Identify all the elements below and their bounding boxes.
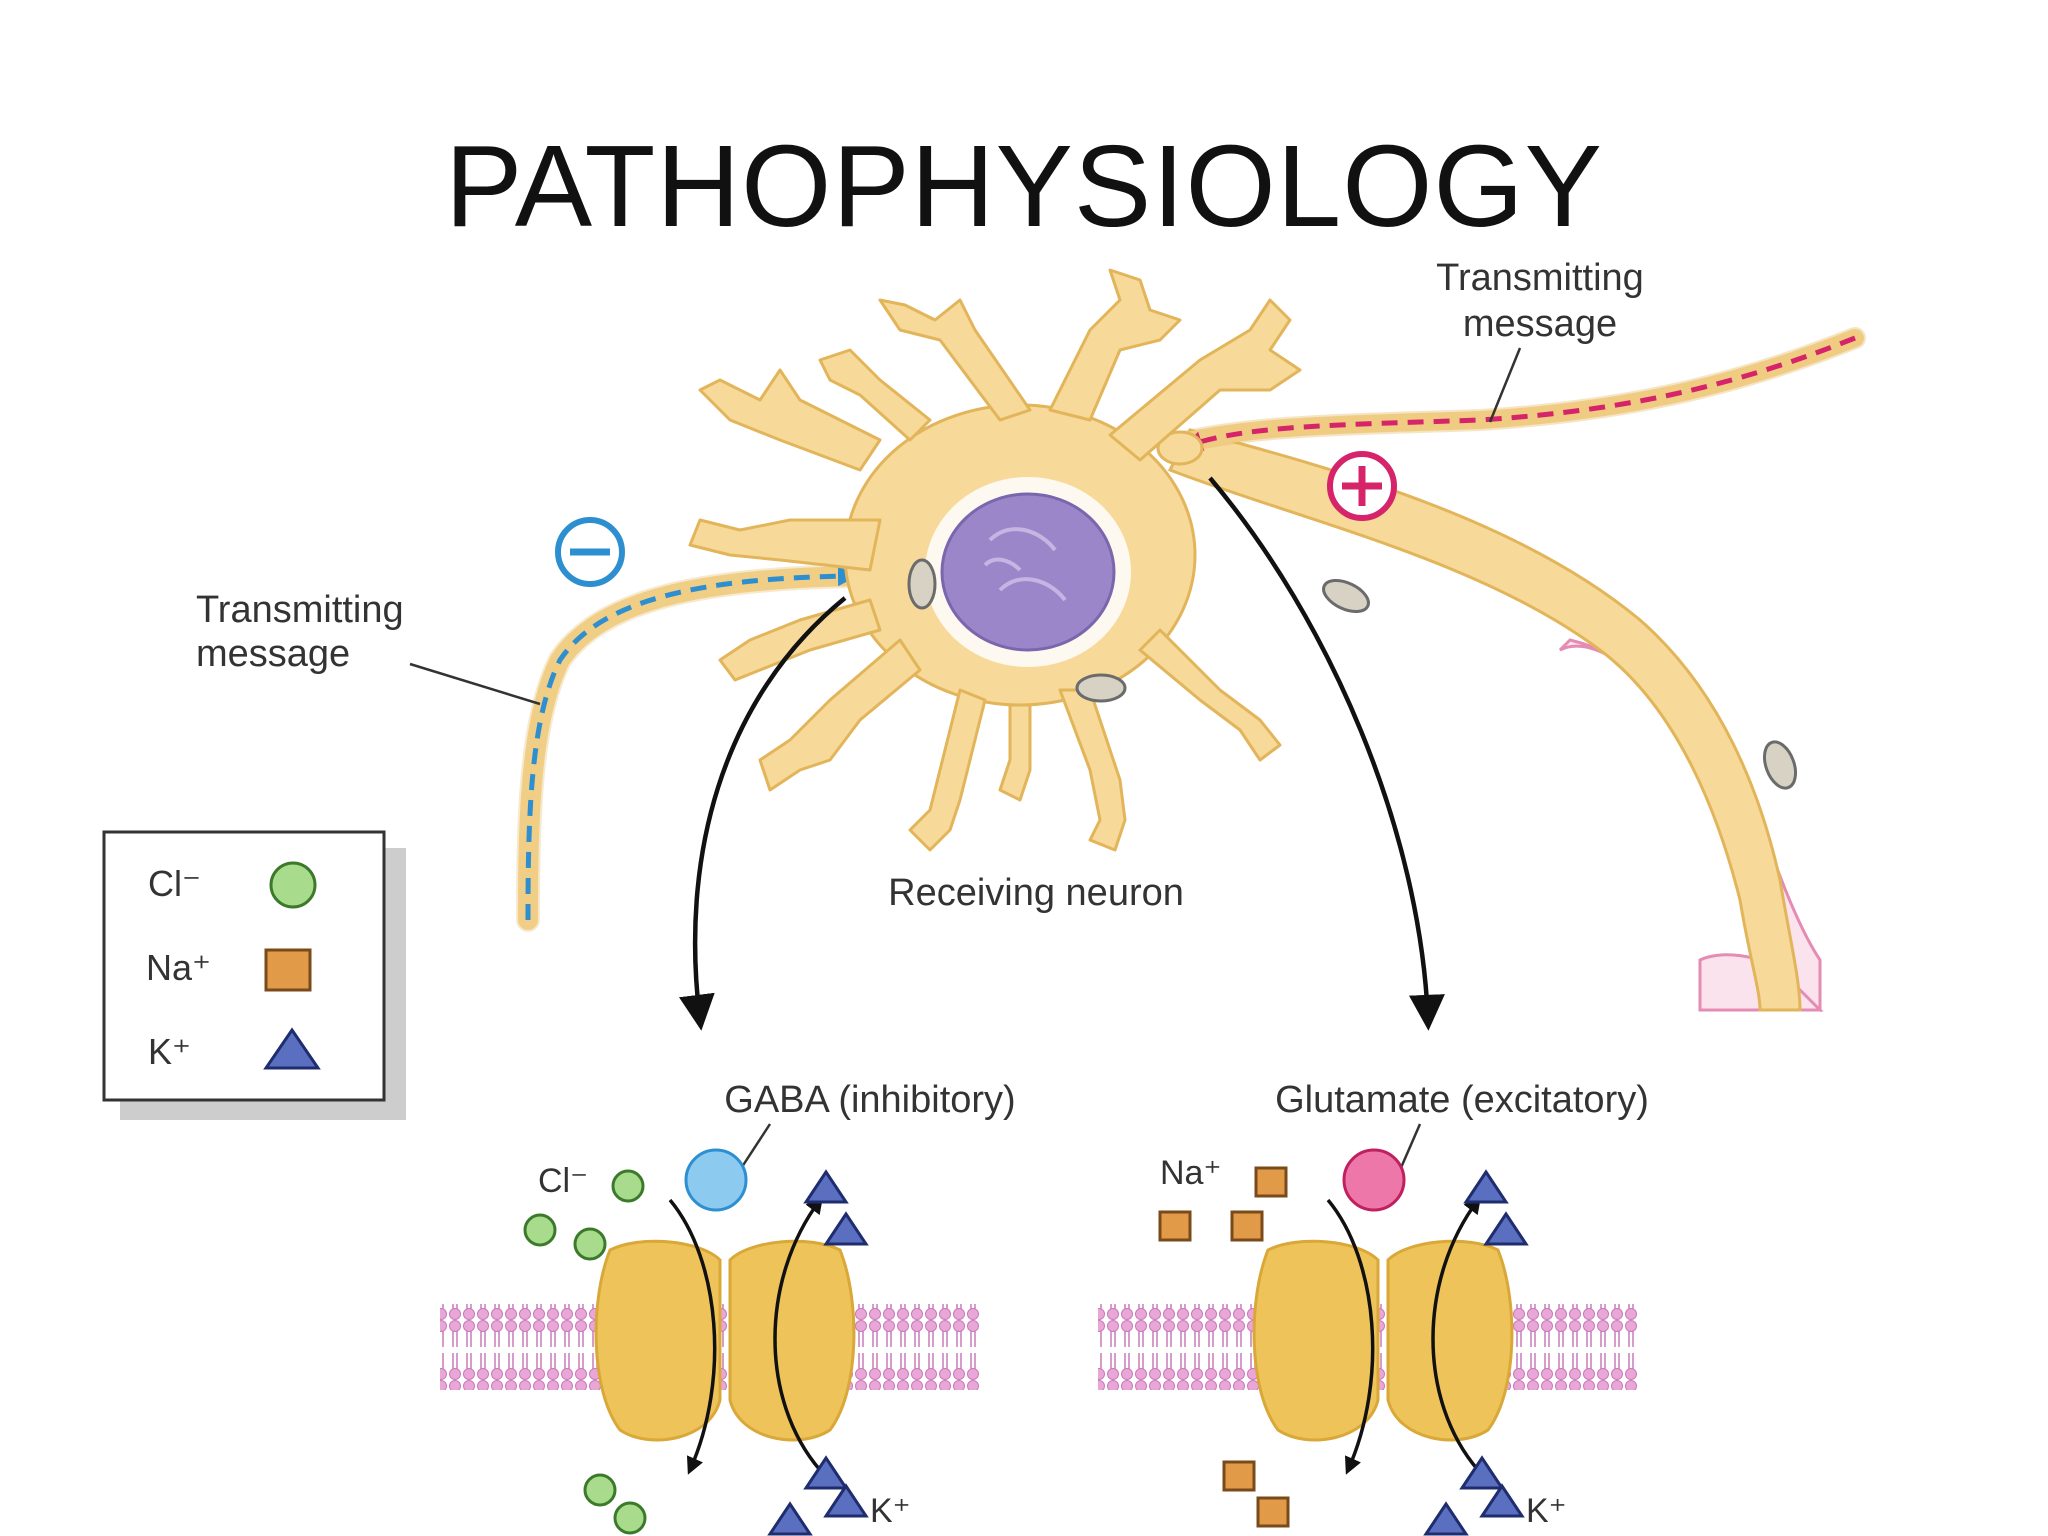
k-ion: [823, 1211, 869, 1246]
mitochondrion: [1075, 673, 1127, 703]
na-inflow-arrow: [1326, 1198, 1375, 1475]
k-ion: [803, 1169, 849, 1204]
legend-k-label: K⁺: [148, 1031, 191, 1072]
k-ion: [1483, 1211, 1529, 1246]
k-outflow-arrow-left: [773, 1195, 824, 1472]
legend-cl-circle: [269, 861, 317, 909]
cl-inflow-arrow: [668, 1198, 717, 1475]
na-ion: [1222, 1460, 1256, 1492]
plus-symbol: [1327, 451, 1397, 521]
arrow-to-gaba: [679, 596, 847, 1031]
cl-ion: [523, 1213, 557, 1247]
glutamate-ball: [1342, 1148, 1406, 1212]
cl-ion-label: Cl⁻: [538, 1162, 588, 1200]
leader-line: [738, 1123, 772, 1171]
gaba-ball: [684, 1148, 748, 1212]
na-ion: [1230, 1210, 1264, 1242]
excitatory-signal-path: [1182, 335, 1856, 451]
k-ion: [803, 1455, 849, 1490]
ion-legend: Cl⁻ Na⁺ K⁺: [102, 830, 406, 1120]
leader-line: [409, 662, 541, 706]
transmitting-message-top-line2: message: [1463, 303, 1617, 345]
cl-ion: [583, 1473, 617, 1507]
k-ion: [1463, 1169, 1509, 1204]
axon: [1167, 428, 1802, 1012]
cl-ion: [573, 1227, 607, 1261]
organelles: [907, 477, 1370, 703]
minus-symbol: [555, 517, 625, 587]
slide-title: PATHOPHYSIOLOGY: [444, 121, 1604, 251]
k-ion-label-left: K⁺: [870, 1492, 911, 1530]
legend-cl-label: Cl⁻: [148, 863, 201, 904]
glutamate-channel: [1252, 1239, 1514, 1442]
k-ion: [1423, 1501, 1469, 1536]
gaba-channel: [594, 1239, 856, 1442]
transmitting-message-left-line2: message: [196, 633, 350, 675]
k-ion: [1479, 1483, 1525, 1518]
k-outflow-arrow-right: [1431, 1195, 1482, 1472]
k-ion: [767, 1501, 813, 1536]
mitochondrion: [907, 558, 937, 610]
legend-k-triangle: [263, 1027, 321, 1070]
transmitting-message-top-line1: Transmitting: [1436, 257, 1644, 299]
cl-ion: [613, 1501, 647, 1535]
cl-ion: [611, 1169, 645, 1203]
na-ion: [1158, 1210, 1192, 1242]
gaba-label: GABA (inhibitory): [724, 1079, 1015, 1121]
k-ion: [823, 1483, 869, 1518]
mitochondrion: [1322, 578, 1370, 614]
glutamate-label: Glutamate (excitatory): [1275, 1079, 1649, 1121]
na-ion-label: Na⁺: [1160, 1154, 1221, 1192]
leader-line: [1398, 1123, 1422, 1171]
transmitting-message-left-line1: Transmitting: [196, 589, 404, 631]
na-ion: [1256, 1496, 1290, 1528]
leader-line: [1488, 347, 1522, 423]
na-ion: [1254, 1166, 1288, 1198]
mitochondrion: [1762, 740, 1798, 790]
legend-na-label: Na⁺: [146, 947, 211, 988]
k-ion-label-right: K⁺: [1526, 1492, 1567, 1530]
arrow-to-glutamate: [1208, 476, 1445, 1031]
nucleus: [940, 492, 1116, 652]
receiving-neuron-label: Receiving neuron: [888, 872, 1184, 914]
k-ion: [1459, 1455, 1505, 1490]
inhibitory-signal-path: [525, 566, 858, 921]
legend-na-square: [264, 948, 312, 992]
